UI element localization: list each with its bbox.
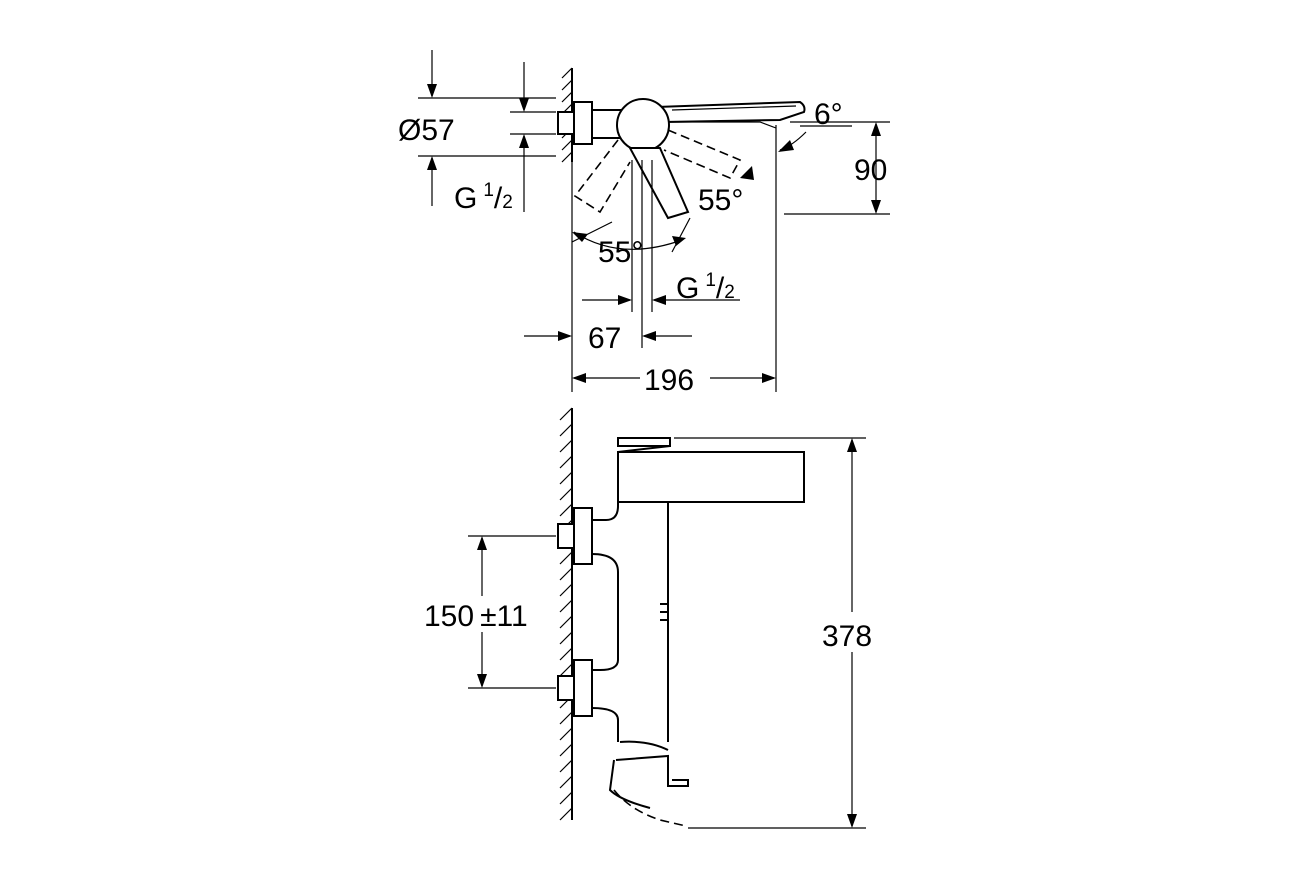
handle-right-position (663, 129, 742, 180)
top-handle (616, 98, 690, 220)
lower-connection (557, 659, 593, 717)
handle-left-position (573, 139, 631, 214)
top-mixer-body (557, 100, 806, 145)
depth-196-label: 196 (644, 364, 694, 397)
mixer-body-outline (592, 451, 805, 742)
diverter-cap (617, 437, 671, 447)
connection-spacing-label: 150±11 (424, 600, 528, 633)
mixer-body-middle (591, 553, 619, 671)
front-handle (608, 740, 689, 809)
total-height-label: 378 (822, 620, 872, 653)
front-wall-hatching (559, 407, 573, 821)
angle-right-label: 55° (698, 184, 743, 217)
mixer-body-lower (591, 707, 619, 742)
front-view: 150±11 378 (424, 407, 872, 829)
diameter-label: Ø57 (398, 114, 455, 147)
front-handle-alt-position (613, 789, 687, 827)
height-90-label: 90 (854, 154, 887, 187)
angle-left-label: 55° (598, 236, 643, 269)
diverter-icon (660, 603, 668, 621)
offset-67-label: 67 (588, 322, 621, 355)
angle-spout-label: 6° (814, 98, 843, 131)
upper-connection (557, 507, 593, 565)
